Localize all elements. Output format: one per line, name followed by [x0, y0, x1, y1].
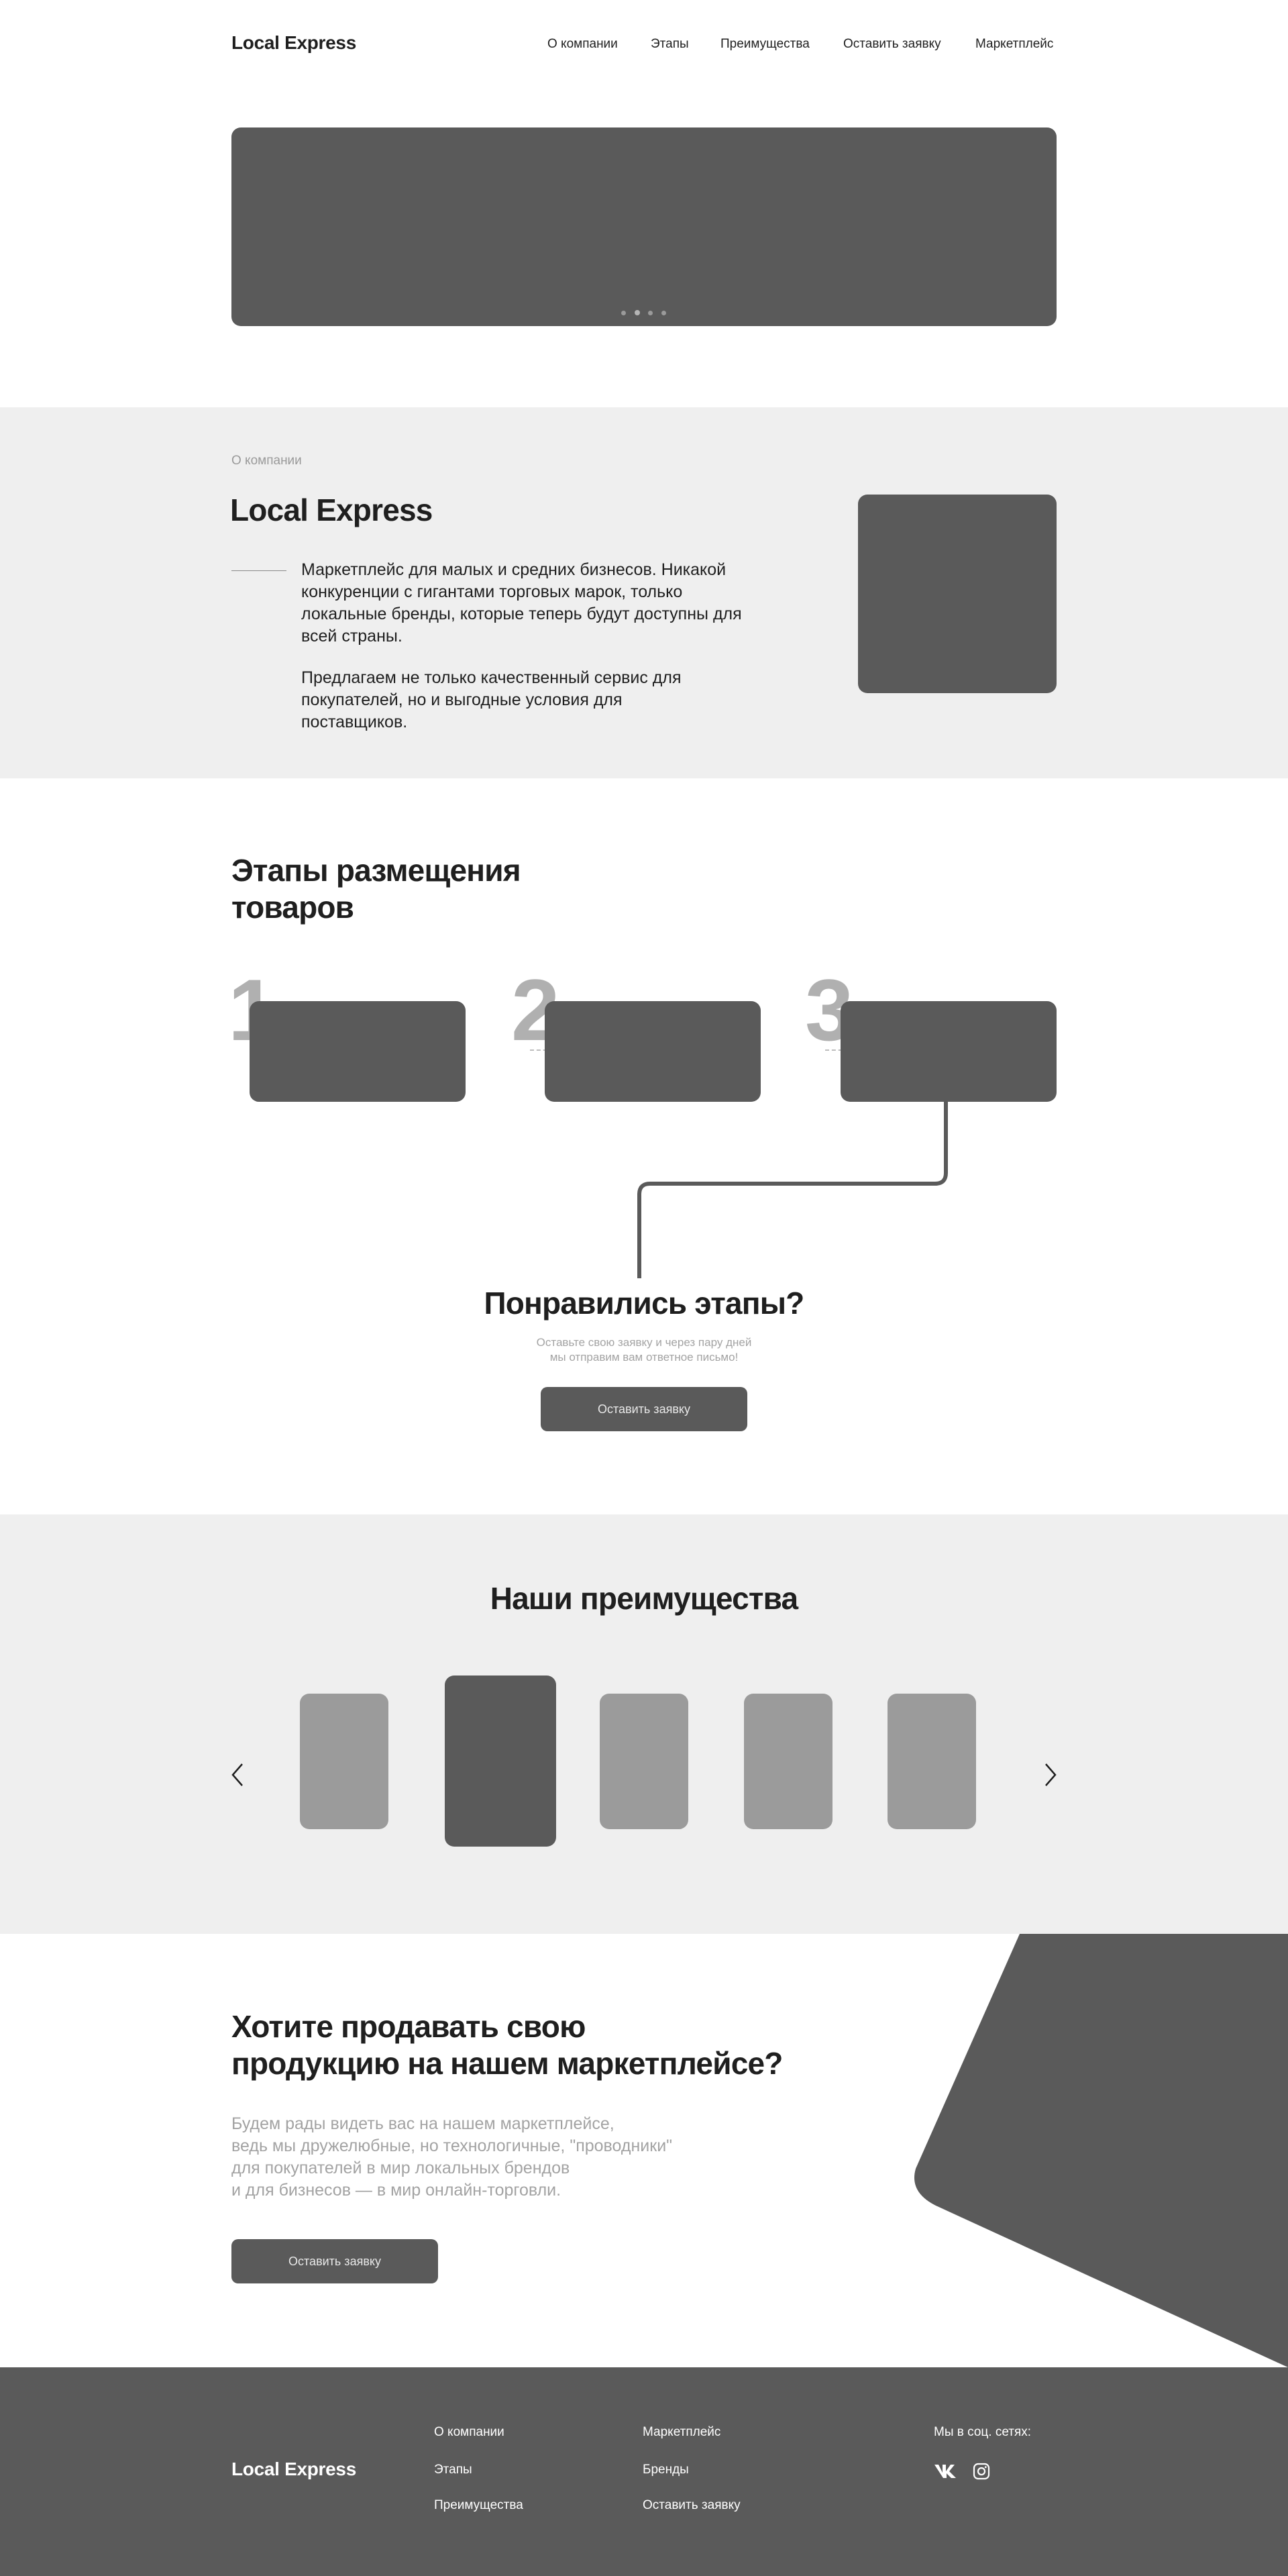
stages-title-line-2: товаров [231, 890, 354, 925]
header-logo[interactable]: Local Express [231, 32, 356, 53]
slider-dot-2[interactable] [635, 310, 640, 315]
footer-link-marketplace[interactable]: Маркетплейс [643, 2425, 721, 2439]
stage-card-1[interactable] [250, 1001, 466, 1102]
advantage-card-3[interactable] [600, 1694, 688, 1829]
about-image [858, 495, 1057, 693]
advantage-card-2[interactable] [445, 1676, 556, 1847]
footer-social-label: Мы в соц. сетях: [934, 2425, 1032, 2439]
advantage-card-4[interactable] [744, 1694, 833, 1829]
sell-title-line-1: Хотите продавать свою [231, 2009, 586, 2044]
sell-text-line-1: Будем рады видеть вас на нашем маркетпле… [231, 2114, 614, 2133]
advantage-card-5[interactable] [888, 1694, 976, 1829]
advantage-card-1[interactable] [300, 1694, 388, 1829]
footer-link-advantages[interactable]: Преимущества [434, 2498, 523, 2512]
sell-text-line-2: ведь мы дружелюбные, но технологичные, "… [231, 2136, 673, 2155]
footer-link-brands[interactable]: Бренды [643, 2463, 689, 2477]
slider-dot-3[interactable] [648, 311, 653, 315]
nav-link-advantages[interactable]: Преимущества [720, 37, 810, 51]
stages-title: Этапы размещения товаров [231, 852, 521, 926]
nav-link-apply[interactable]: Оставить заявку [843, 37, 941, 51]
footer-link-about[interactable]: О компании [434, 2425, 504, 2439]
sell-text-line-4: и для бизнесов — в мир онлайн-торговли. [231, 2181, 561, 2200]
stages-cta-title: Понравились этапы? [484, 1286, 804, 1321]
nav-link-about[interactable]: О компании [547, 37, 618, 51]
hero-slider[interactable] [231, 127, 1057, 326]
slider-dot-4[interactable] [661, 311, 666, 315]
about-paragraph-2: Предлагаем не только качественный сервис… [301, 668, 682, 731]
about-section [0, 407, 1288, 778]
nav-link-stages[interactable]: Этапы [651, 37, 689, 51]
carousel-prev-arrow-icon[interactable] [229, 1761, 246, 1788]
footer-link-apply[interactable]: Оставить заявку [643, 2498, 741, 2512]
vk-icon[interactable] [934, 2463, 959, 2479]
slider-dot-1[interactable] [621, 311, 626, 315]
stages-apply-button[interactable]: Оставить заявку [541, 1387, 747, 1431]
about-divider [231, 570, 286, 571]
about-paragraph-1: Маркетплейс для малых и средних бизнесов… [301, 560, 742, 646]
footer-link-stages[interactable]: Этапы [434, 2463, 472, 2477]
stages-flow-line [637, 1100, 948, 1278]
about-section-label: О компании [231, 454, 302, 468]
footer-logo[interactable]: Local Express [231, 2459, 356, 2479]
stages-cta-text: Оставьте свою заявку и через пару дней м… [0, 1335, 1288, 1365]
sell-title: Хотите продавать свою продукцию на нашем… [231, 2008, 783, 2082]
sell-apply-button[interactable]: Оставить заявку [231, 2239, 438, 2283]
stages-cta-text-line-1: Оставьте свою заявку и через пару дней [536, 1336, 752, 1349]
sell-title-line-2: продукцию на нашем маркетплейсе? [231, 2046, 783, 2081]
about-title: Local Express [230, 493, 433, 527]
sell-text-line-3: для покупателей в мир локальных брендов [231, 2159, 570, 2177]
nav-link-marketplace[interactable]: Маркетплейс [975, 37, 1054, 51]
carousel-next-arrow-icon[interactable] [1042, 1761, 1059, 1788]
stages-title-line-1: Этапы размещения [231, 853, 521, 888]
stage-card-2[interactable] [545, 1001, 761, 1102]
sell-text: Будем рады видеть вас на нашем маркетпле… [231, 2113, 672, 2202]
stages-cta-text-line-2: мы отправим вам ответное письмо! [549, 1351, 739, 1363]
instagram-icon[interactable] [973, 2463, 990, 2480]
sell-decorative-shape [914, 1934, 1288, 2367]
advantages-title: Наши преимущества [490, 1581, 798, 1616]
footer [0, 2367, 1288, 2576]
stage-card-3[interactable] [841, 1001, 1057, 1102]
